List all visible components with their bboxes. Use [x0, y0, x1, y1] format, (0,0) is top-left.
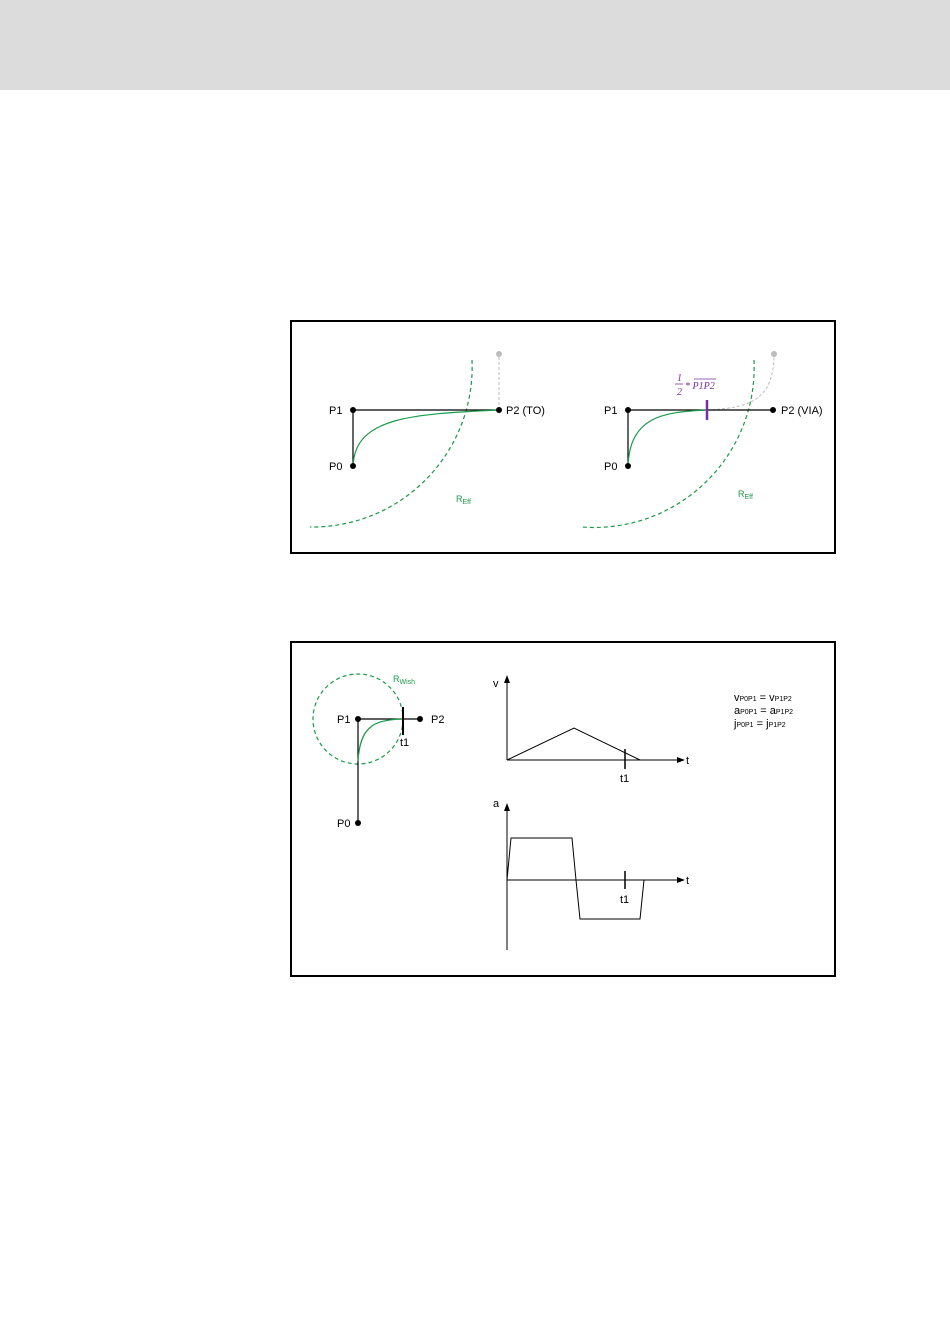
- right-panel: P1 P0 P2 (VIA) REff 1 2 * P1P2: [582, 351, 823, 527]
- point-p0: [350, 463, 356, 469]
- blending-diagram: P1 P0 P2 (TO) REff P1 P0 P2 (VIA) REff 1: [292, 322, 838, 556]
- point-p1: [625, 407, 631, 413]
- label-p0: P0: [604, 461, 617, 473]
- equation-jerk: jP0P1 = jP1P2: [733, 718, 786, 730]
- point-p2: [417, 716, 423, 722]
- t-label: t: [686, 755, 689, 767]
- label-p1: P1: [337, 714, 350, 726]
- label-p1: P1: [604, 405, 617, 417]
- point-p1: [350, 407, 356, 413]
- velocity-profile: [507, 728, 640, 760]
- label-p1: P1: [329, 405, 342, 417]
- fraction-denominator: 2: [677, 387, 682, 398]
- header-band: [0, 0, 950, 90]
- t1-label: t1: [620, 894, 629, 906]
- a-axis-arrow: [504, 803, 510, 811]
- point-p0: [355, 820, 361, 826]
- label-p2-to: P2 (TO): [506, 405, 545, 417]
- velocity-chart: v t t1: [493, 675, 689, 785]
- path-sketch: P1 P2 P0 t1 RWish: [313, 674, 444, 830]
- equations: vP0P1 = vP1P2 aP0P1 = aP1P2 jP0P1 = jP1P…: [733, 692, 793, 730]
- blend-curve: [358, 719, 402, 761]
- t-axis-arrow: [677, 877, 685, 883]
- t-axis-arrow: [677, 757, 685, 763]
- v-axis-arrow: [504, 675, 510, 683]
- half-segment-formula: 1 2 * P1P2: [675, 373, 716, 398]
- blending-figure: P1 P0 P2 (TO) REff P1 P0 P2 (VIA) REff 1: [290, 320, 836, 554]
- equation-acceleration: aP0P1 = aP1P2: [734, 705, 793, 717]
- acceleration-profile: [507, 838, 644, 919]
- motion-profile-figure: P1 P2 P0 t1 RWish v t t1 a t: [290, 641, 836, 977]
- label-t1: t1: [400, 737, 409, 749]
- v-label: v: [493, 678, 499, 690]
- label-p2-via: P2 (VIA): [781, 405, 823, 417]
- segment-expression: * P1P2: [685, 381, 715, 392]
- label-radius-eff: REff: [738, 489, 753, 501]
- a-label: a: [493, 798, 500, 810]
- t1-label: t1: [620, 773, 629, 785]
- label-p0: P0: [337, 818, 350, 830]
- label-p0: P0: [329, 461, 342, 473]
- left-panel: P1 P0 P2 (TO) REff: [310, 351, 545, 527]
- label-p2: P2: [431, 714, 444, 726]
- grey-point: [496, 351, 502, 357]
- acceleration-chart: a t t1: [493, 798, 689, 950]
- fraction-numerator: 1: [677, 373, 682, 384]
- t-label: t: [686, 875, 689, 887]
- point-p2: [770, 407, 776, 413]
- label-radius-wish: RWish: [393, 674, 415, 686]
- label-radius-eff: REff: [456, 494, 471, 506]
- effective-radius-arc: [582, 360, 754, 527]
- point-p0: [625, 463, 631, 469]
- blend-curve: [628, 410, 707, 466]
- equation-velocity: vP0P1 = vP1P2: [734, 692, 792, 704]
- grey-point: [771, 351, 777, 357]
- blend-curve: [353, 410, 499, 466]
- motion-profile-diagram: P1 P2 P0 t1 RWish v t t1 a t: [292, 643, 838, 979]
- grey-dashed-curve: [707, 354, 774, 410]
- point-p1: [355, 716, 361, 722]
- point-p2: [496, 407, 502, 413]
- effective-radius-arc: [310, 360, 472, 527]
